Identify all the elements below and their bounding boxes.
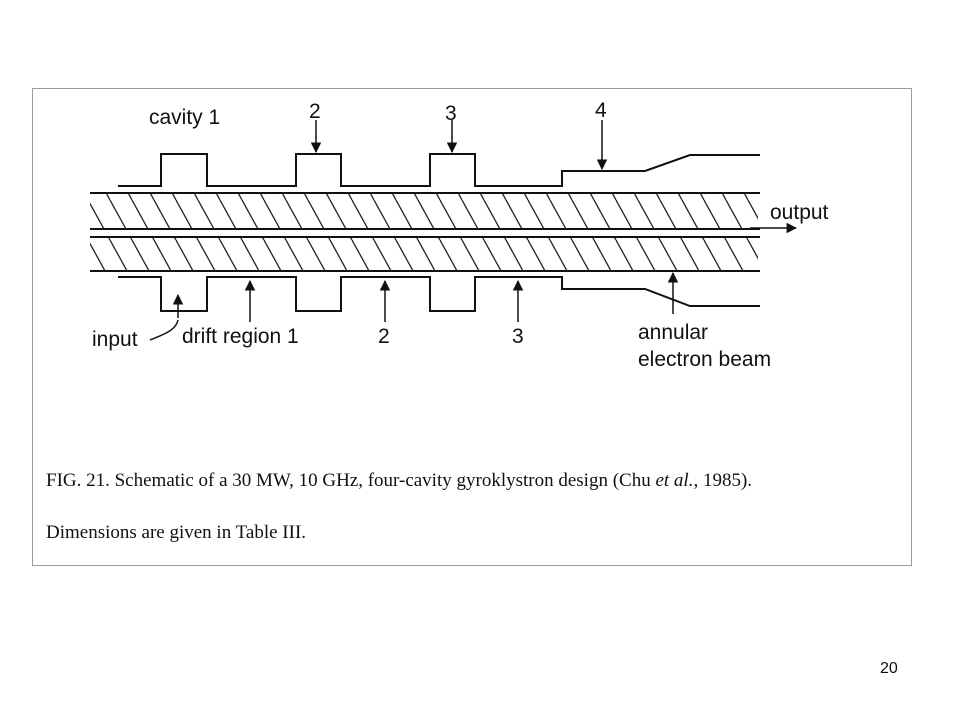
input-label: input [92, 328, 138, 351]
caption-note: Dimensions are given in Table III. [46, 522, 307, 543]
upper-beam-band [90, 193, 758, 229]
page-number: 20 [880, 660, 898, 677]
caption-text-end: , 1985). [693, 470, 753, 491]
electron-beam-label: electron beam [638, 348, 771, 371]
lower-beam-band [90, 237, 758, 271]
annular-label: annular [638, 321, 708, 344]
top-wall-profile [118, 153, 760, 187]
input-leader [149, 319, 179, 341]
figure-frame [32, 88, 912, 566]
caption-italic: et al. [655, 470, 694, 491]
caption-text-start: FIG. 21. Schematic of a 30 MW, 10 GHz, f… [46, 470, 656, 491]
cavity4-label: 4 [595, 99, 607, 122]
drift2-label: 2 [378, 325, 390, 348]
drift-region1-label: drift region 1 [182, 325, 299, 348]
output-label: output [770, 201, 829, 224]
cavity1-label: cavity 1 [149, 106, 220, 129]
figure-caption: FIG. 21. Schematic of a 30 MW, 10 GHz, f… [46, 470, 752, 492]
bottom-wall-profile [118, 276, 760, 312]
cavity3-label: 3 [445, 102, 457, 125]
cavity2-label: 2 [309, 100, 321, 123]
drift3-label: 3 [512, 325, 524, 348]
